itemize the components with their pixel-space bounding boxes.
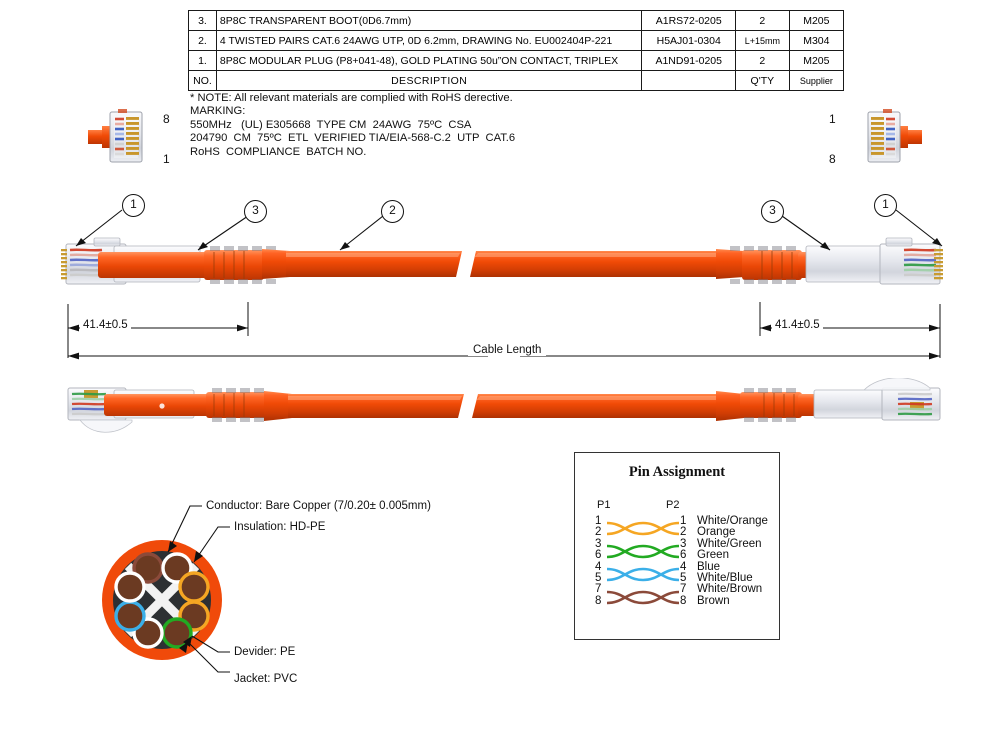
pin-assignment-p1-label: P1 [597, 499, 611, 511]
dimension-lines [67, 302, 941, 360]
dimension-right-end-label: 41.4±0.5 [772, 319, 823, 331]
left-plug-pin-bottom-label: 1 [163, 152, 170, 166]
pin-p1-4: 4 [595, 560, 602, 573]
bom-row-1-no: 1. [188, 50, 217, 71]
cable-assembly-side-view-top [61, 237, 943, 285]
pin-p2-4: 4 [680, 560, 687, 573]
bom-header-supplier: Supplier [788, 70, 845, 91]
table-header-row: NO. DESCRIPTION Q'TY Supplier [188, 70, 845, 91]
callout-balloon-left-plug: 1 [122, 194, 145, 217]
pin-assignment-p2-label: P2 [666, 499, 680, 511]
table-row: 3. 8P8C TRANSPARENT BOOT(0D6.7mm) A1RS72… [188, 10, 845, 31]
pin-color-name-3: White/Green [697, 537, 762, 550]
dimension-overall-label: Cable Length [468, 344, 547, 356]
pin-p1-6: 6 [595, 549, 602, 562]
pin-p2-1: 1 [680, 515, 687, 527]
pin-p1-8: 8 [595, 594, 602, 607]
bom-row-2-no: 2. [188, 30, 217, 51]
pin-p1-2: 2 [595, 526, 602, 539]
pin-p1-7: 7 [595, 583, 602, 596]
left-plug-pin-top-label: 8 [163, 112, 170, 126]
bom-row-2-qty: L+15mm [735, 30, 790, 51]
bom-row-3-pn: A1RS72-0205 [641, 10, 737, 31]
pin-p2-5: 5 [680, 572, 687, 585]
notes-and-marking-text: * NOTE: All relevant materials are compl… [190, 92, 516, 158]
pin-color-name-8: Brown [697, 594, 730, 607]
bom-row-1-qty: 2 [735, 50, 790, 71]
bom-row-3-no: 3. [188, 10, 217, 31]
pin-p2-2: 2 [680, 526, 687, 539]
pin-assignment-title: Pin Assignment [628, 464, 726, 480]
pin-assignment-twisted-pairs [606, 521, 680, 605]
cable-cross-section-diagram [102, 540, 222, 660]
bom-header-desc: DESCRIPTION [215, 70, 643, 91]
right-plug-pin-top-label: 1 [829, 112, 836, 126]
left-plug-front-view [88, 109, 143, 163]
bom-row-3-desc: 8P8C TRANSPARENT BOOT(0D6.7mm) [215, 10, 643, 31]
pin-p2-3: 3 [680, 537, 687, 550]
dimension-left-end-label: 41.4±0.5 [80, 319, 131, 331]
callout-balloon-right-plug: 1 [874, 194, 897, 217]
pin-color-name-7: White/Brown [697, 583, 763, 596]
pin-p1-5: 5 [595, 572, 602, 585]
callout-balloon-left-boot: 3 [244, 200, 267, 223]
bom-row-2-desc: 4 TWISTED PAIRS CAT.6 24AWG UTP, 0D 6.2m… [215, 30, 643, 51]
pin-p2-8: 8 [680, 594, 687, 607]
bom-row-1-pn: A1ND91-0205 [641, 50, 737, 71]
pin-color-name-4: Blue [697, 560, 721, 573]
cross-section-label-conductor: Conductor: Bare Copper (7/0.20± 0.005mm) [206, 500, 431, 512]
table-row: 2. 4 TWISTED PAIRS CAT.6 24AWG UTP, 0D 6… [188, 30, 845, 51]
bom-row-2-pn: H5AJ01-0304 [641, 30, 737, 51]
pin-color-name-2: Orange [697, 526, 736, 539]
bom-header-qty: Q'TY [735, 70, 790, 91]
cross-section-label-divider: Devider: PE [234, 646, 296, 658]
right-plug-front-view [867, 109, 922, 163]
bom-header-pn [641, 70, 737, 91]
table-row: 1. 8P8C MODULAR PLUG (P8+041-48), GOLD P… [188, 50, 845, 71]
bom-row-1-supplier: M205 [788, 50, 845, 71]
cross-section-label-insulation: Insulation: HD-PE [234, 521, 326, 533]
bill-of-materials-table: 3. 8P8C TRANSPARENT BOOT(0D6.7mm) A1RS72… [188, 10, 845, 91]
pin-p2-7: 7 [680, 583, 687, 596]
pin-assignment-box: Pin Assignment P1 P2 [574, 452, 780, 640]
bom-row-3-supplier: M205 [788, 10, 845, 31]
pin-p2-6: 6 [680, 549, 687, 562]
callout-balloon-cable: 2 [381, 200, 404, 223]
pin-color-name-5: White/Blue [697, 572, 753, 585]
pin-color-name-6: Green [697, 549, 729, 562]
pin-p1-1: 1 [595, 515, 602, 527]
callout-balloon-right-boot: 3 [761, 200, 784, 223]
cable-assembly-side-view-bottom [67, 378, 941, 433]
right-plug-pin-bottom-label: 8 [829, 152, 836, 166]
pin-p1-3: 3 [595, 537, 602, 550]
bom-header-no: NO. [188, 70, 217, 91]
cross-section-label-jacket: Jacket: PVC [234, 673, 298, 685]
bom-row-1-desc: 8P8C MODULAR PLUG (P8+041-48), GOLD PLAT… [215, 50, 643, 71]
bom-row-3-qty: 2 [735, 10, 790, 31]
pin-color-name-1: White/Orange [697, 515, 768, 527]
bom-row-2-supplier: M304 [788, 30, 845, 51]
